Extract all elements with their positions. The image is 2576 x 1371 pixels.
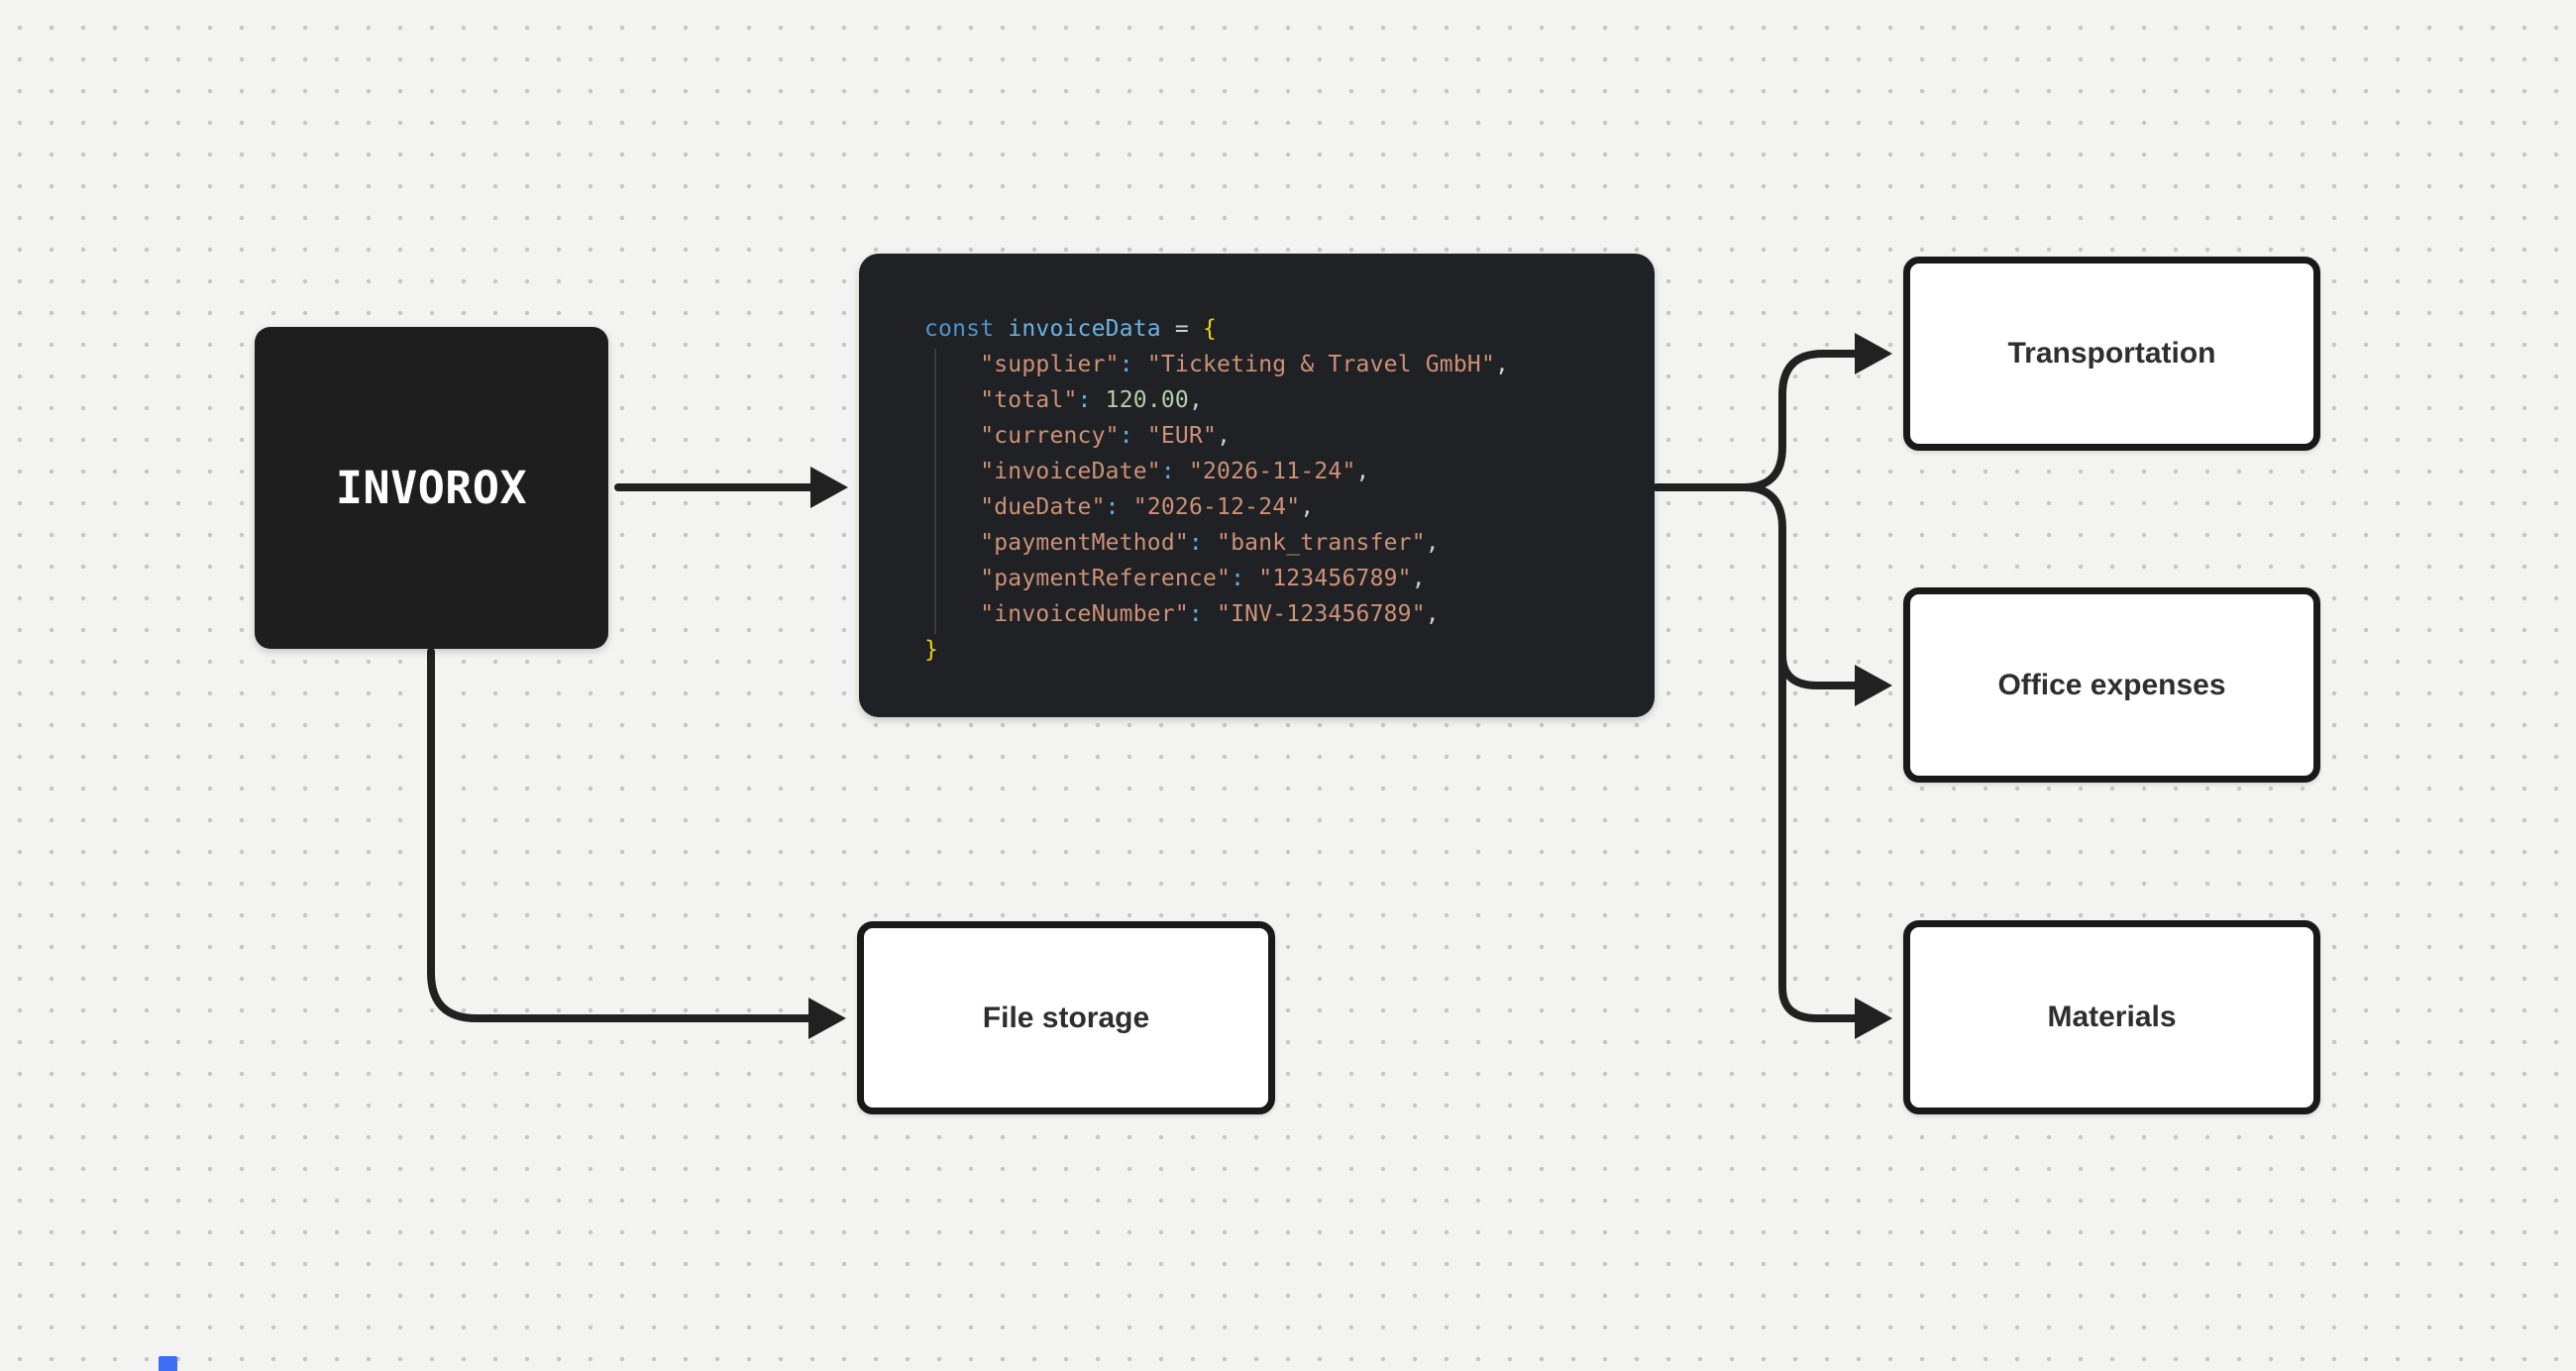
node-file-storage-label: File storage [982,1001,1150,1034]
edge-code-to-branches [1653,333,1892,1039]
arrowhead-office-expenses [1855,665,1892,706]
arrowhead-transportation [1855,333,1892,374]
clipped-blue-shape [159,1356,177,1371]
arrowhead-code [810,467,848,508]
node-office-expenses-label: Office expenses [1997,668,2226,701]
node-invorox[interactable]: INVOROX [255,327,608,649]
edge-invorox-to-file-storage [427,648,846,1039]
arrowhead-materials [1855,998,1892,1039]
node-transportation-label: Transportation [2007,337,2216,369]
node-materials-label: Materials [2047,1001,2177,1033]
node-transportation[interactable]: Transportation [1903,257,2320,451]
node-invorox-label: INVOROX [335,462,528,514]
arrowhead-file-storage [808,998,846,1039]
code-content: const invoiceData = { "supplier": "Ticke… [924,316,1510,663]
node-materials[interactable]: Materials [1903,920,2320,1114]
indent-guide-line [934,349,936,634]
edge-invorox-to-code [614,467,848,508]
node-office-expenses[interactable]: Office expenses [1903,587,2320,783]
node-code-block[interactable]: const invoiceData = { "supplier": "Ticke… [859,254,1655,717]
node-file-storage[interactable]: File storage [857,921,1275,1114]
